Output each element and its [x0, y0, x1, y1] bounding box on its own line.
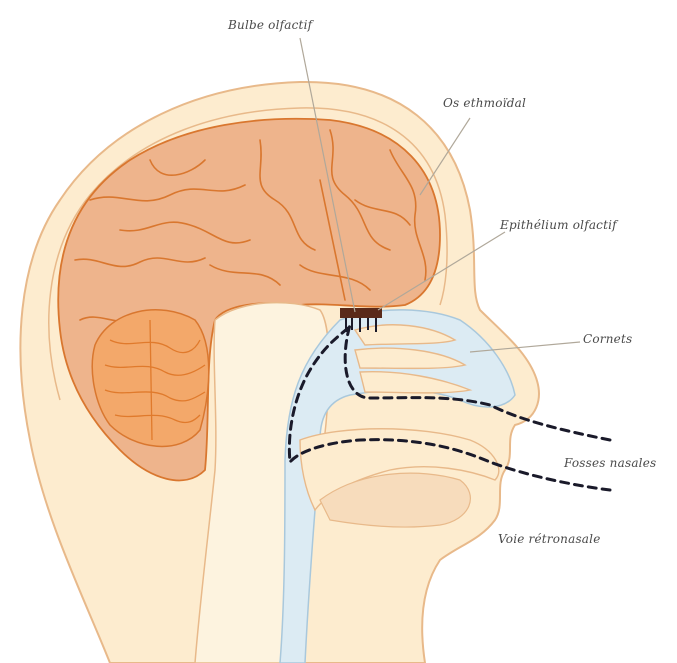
label-os-ethmoidal: Os ethmoïdal — [443, 96, 526, 110]
label-epithelium-olfactif: Epithélium olfactif — [500, 218, 617, 232]
label-fosses-nasales: Fosses nasales — [564, 456, 656, 470]
label-cornets: Cornets — [583, 332, 632, 346]
label-bulbe-olfactif: Bulbe olfactif — [228, 18, 312, 32]
label-voie-retronasale: Voie rétronasale — [498, 532, 601, 546]
